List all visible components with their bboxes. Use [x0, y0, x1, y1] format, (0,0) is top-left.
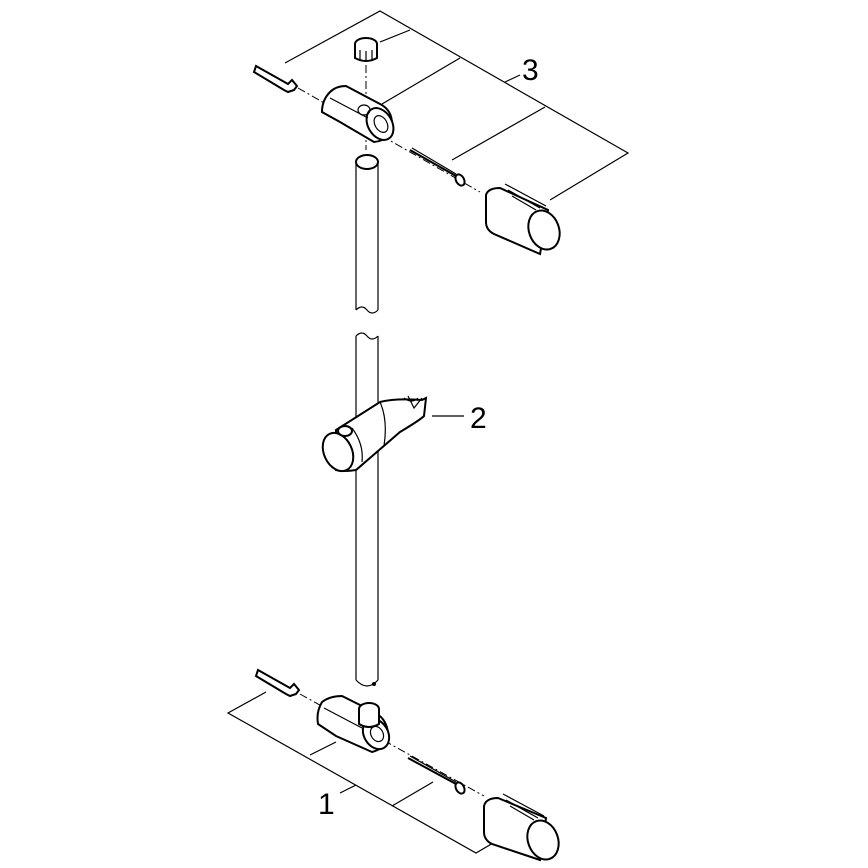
lower-wall-dowel-icon [254, 668, 301, 698]
upper-screw-icon [409, 147, 466, 187]
upper-rail-segment [355, 154, 379, 314]
upper-wall-dowel-icon [252, 64, 299, 94]
upper-cover-cap-icon [485, 183, 561, 256]
upper-wall-bracket-icon [320, 84, 395, 144]
part-label-3: 3 [522, 54, 539, 87]
group-1-bracket-lines [226, 691, 506, 854]
slider-holder-icon [321, 395, 428, 473]
lower-rail-segment [355, 332, 379, 687]
upper-plug-icon [354, 37, 378, 62]
lower-wall-bracket-icon [316, 694, 391, 754]
part-label-2: 2 [470, 402, 487, 435]
lower-cover-cap-icon [483, 793, 560, 862]
group-3-bracket-lines [284, 10, 630, 201]
lower-screw-icon [407, 755, 466, 795]
part-label-1: 1 [318, 788, 335, 821]
